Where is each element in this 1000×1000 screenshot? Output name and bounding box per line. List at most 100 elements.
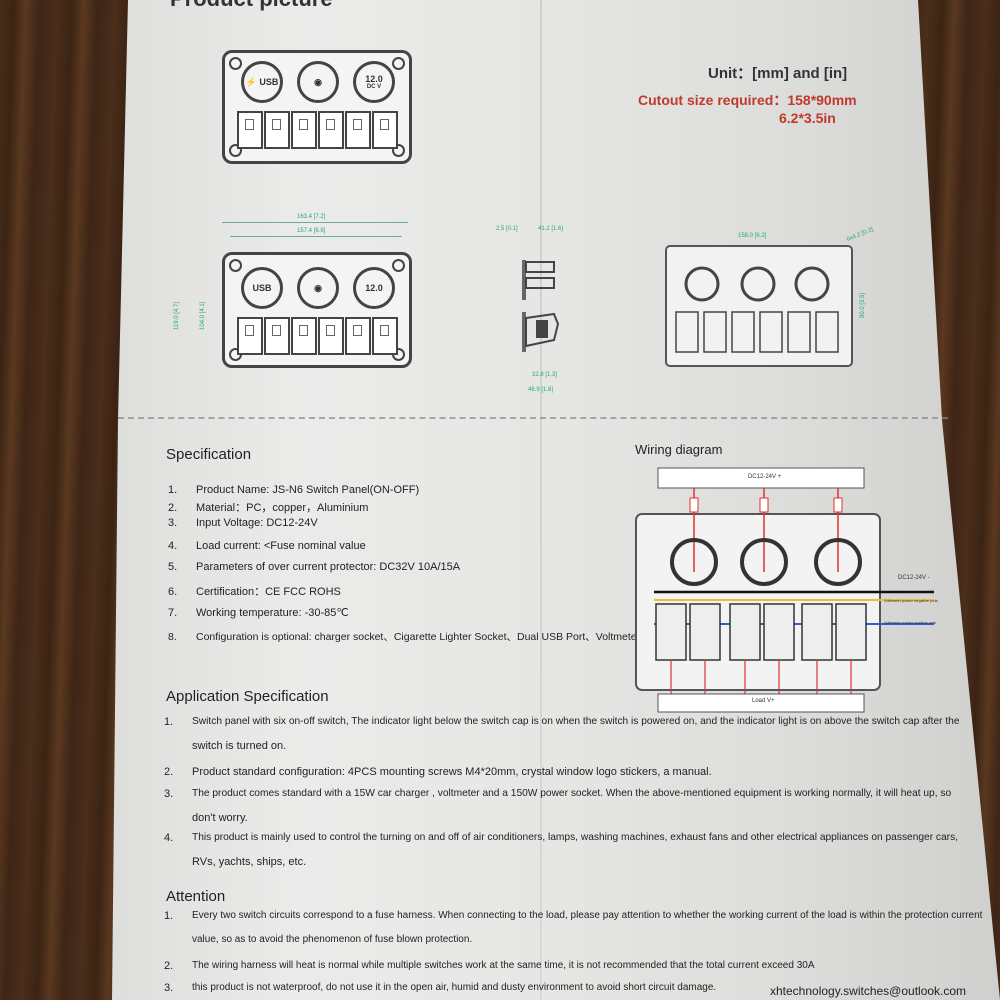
spec-item: 4.Load current: <Fuse nominal value <box>168 540 366 552</box>
rocker-switch <box>264 111 290 149</box>
dim-depth-d: 46.9 [1.8] <box>528 387 554 393</box>
voltmeter-icon: 12.0 <box>353 267 395 309</box>
spec-text: Working temperature: -30-85℃ <box>196 607 349 619</box>
spec-item: 1.Product Name: JS-N6 Switch Panel(ON-OF… <box>168 484 419 496</box>
dim-line <box>222 222 408 223</box>
wiring-top-bus-label: DC12-24V + <box>748 474 782 480</box>
volt-unit: DC V <box>366 84 382 90</box>
spec-text: Configuration is optional: charger socke… <box>196 631 660 643</box>
dim-back-height: 90.0 [3.5] <box>860 292 866 318</box>
application-title: Application Specification <box>166 688 329 705</box>
cutout-size-mm: Cutout size required：158*90mm <box>638 92 857 108</box>
application-item: 2. Product standard configuration: 4PCS m… <box>164 760 954 784</box>
unit-note: Unit：[mm] and [in] <box>708 65 848 82</box>
app-line: switch is turned on. <box>192 740 287 752</box>
app-number: 1. <box>164 716 174 728</box>
usb-port-icon: ⚡ USB <box>241 61 283 103</box>
app-number: 2. <box>164 766 174 778</box>
screw-icon <box>392 259 405 272</box>
attention-item: 3.this product is not waterproof, do not… <box>164 976 764 1000</box>
spec-number: 7. <box>168 607 178 619</box>
spec-number: 6. <box>168 586 178 598</box>
screw-icon <box>229 144 242 157</box>
rocker-switch <box>372 111 398 149</box>
rocker-switch <box>237 317 263 355</box>
spec-number: 1. <box>168 484 178 496</box>
rocker-switch <box>291 111 317 149</box>
usb-port-icon: USB <box>241 267 283 309</box>
spec-item: 8. Configuration is optional: charger soc… <box>168 629 660 644</box>
rocker-switch <box>345 111 371 149</box>
att-number: 2. <box>164 960 174 972</box>
screw-icon <box>392 144 405 157</box>
rocker-switch <box>264 317 290 355</box>
spec-item: 5. Parameters of over current protector: … <box>168 561 460 573</box>
att-line: value, so as to avoid the phenomenon of … <box>192 934 473 945</box>
dim-line <box>230 236 402 237</box>
app-line: Switch panel with six on-off switch, The… <box>192 716 960 727</box>
wiring-diagram <box>635 467 934 713</box>
product-panel-dimensioned: USB ◉ 12.0 <box>222 252 412 368</box>
spec-item: 2.Material：PC，copper，Aluminium <box>168 499 368 515</box>
app-line: Product standard configuration: 4PCS mou… <box>192 766 712 778</box>
contact-email: xhtechnology.switches@outlook.com <box>770 984 967 998</box>
spec-text: Parameters of over current protector: DC… <box>196 561 461 573</box>
dim-width-outer: 163.4 [7.2] <box>297 214 326 220</box>
wiring-label-negative: DC12-24V - <box>898 575 930 581</box>
attention-title: Attention <box>166 888 226 905</box>
att-line: Every two switch circuits correspond to … <box>192 910 983 921</box>
rocker-switch <box>345 317 371 355</box>
dim-width-inner: 157.4 [6.8] <box>297 228 326 234</box>
attention-item: 2. The wiring harness will heat is normal… <box>164 954 954 978</box>
spec-text: Certification：CE FCC ROHS <box>196 586 341 598</box>
section-title-product: Product picture <box>170 0 333 12</box>
rocker-switch <box>372 317 398 355</box>
back-view-drawing <box>665 245 853 367</box>
dim-depth-a: 2.5 [0.1] <box>496 226 518 232</box>
spec-item: 6. Certification：CE FCC ROHS <box>168 583 341 599</box>
att-line: The wiring harness will heat is normal w… <box>192 960 815 971</box>
cutout-size-in: 6.2*3.5in <box>779 110 836 126</box>
spec-number: 5. <box>168 561 178 573</box>
app-number: 3. <box>164 788 174 800</box>
vertical-fold <box>540 0 542 1000</box>
application-item: 3. The product comes standard with a 15W … <box>164 782 954 830</box>
screw-icon <box>392 57 405 70</box>
app-line: The product comes standard with a 15W ca… <box>192 788 952 799</box>
wiring-label-volt-neg: Voltmeter power negative pole <box>884 598 938 603</box>
dim-height-outer: 119.0 [4.7] <box>174 302 180 330</box>
attention-item: 1. Every two switch circuits correspond t… <box>164 904 982 952</box>
att-number: 1. <box>164 910 174 922</box>
spec-item: 3.Input Voltage: DC12-24V <box>168 517 318 529</box>
application-item: 4. This product is mainly used to control… <box>164 826 958 874</box>
att-line: this product is not waterproof, do not u… <box>192 982 717 993</box>
socket-icon: ◉ <box>297 267 339 309</box>
dim-back-width: 158.0 [6.2] <box>738 233 767 239</box>
horizontal-crease <box>118 417 948 419</box>
socket-icon: ◉ <box>297 61 339 103</box>
spec-number: 8. <box>168 631 177 643</box>
usb-label: ⚡ USB <box>245 76 279 87</box>
app-number: 4. <box>164 832 174 844</box>
rocker-switch <box>291 317 317 355</box>
application-item: 1. Switch panel with six on-off switch, T… <box>164 710 960 758</box>
spec-item: 7. Working temperature: -30-85℃ <box>168 606 349 619</box>
spec-text: Input Voltage: DC12-24V <box>196 517 318 529</box>
side-view-drawing <box>522 260 560 352</box>
app-line: RVs, yachts, ships, etc. <box>192 856 307 868</box>
specification-title: Specification <box>166 446 252 463</box>
wiring-title: Wiring diagram <box>635 442 723 457</box>
wiring-bottom-bus-label: Load V+ <box>752 698 775 704</box>
dim-depth-b: 41.2 [1.6] <box>538 226 564 232</box>
screw-icon <box>229 259 242 272</box>
dim-height-inner: 104.0 [4.1] <box>200 301 206 330</box>
volt-display: 12.0 <box>365 74 383 84</box>
app-line: don't worry. <box>192 812 248 824</box>
spec-text: Material：PC，copper，Aluminium <box>196 502 369 514</box>
rocker-switch <box>318 111 344 149</box>
dim-depth-c: 32.8 [1.3] <box>532 372 558 378</box>
app-line: This product is mainly used to control t… <box>192 832 958 843</box>
